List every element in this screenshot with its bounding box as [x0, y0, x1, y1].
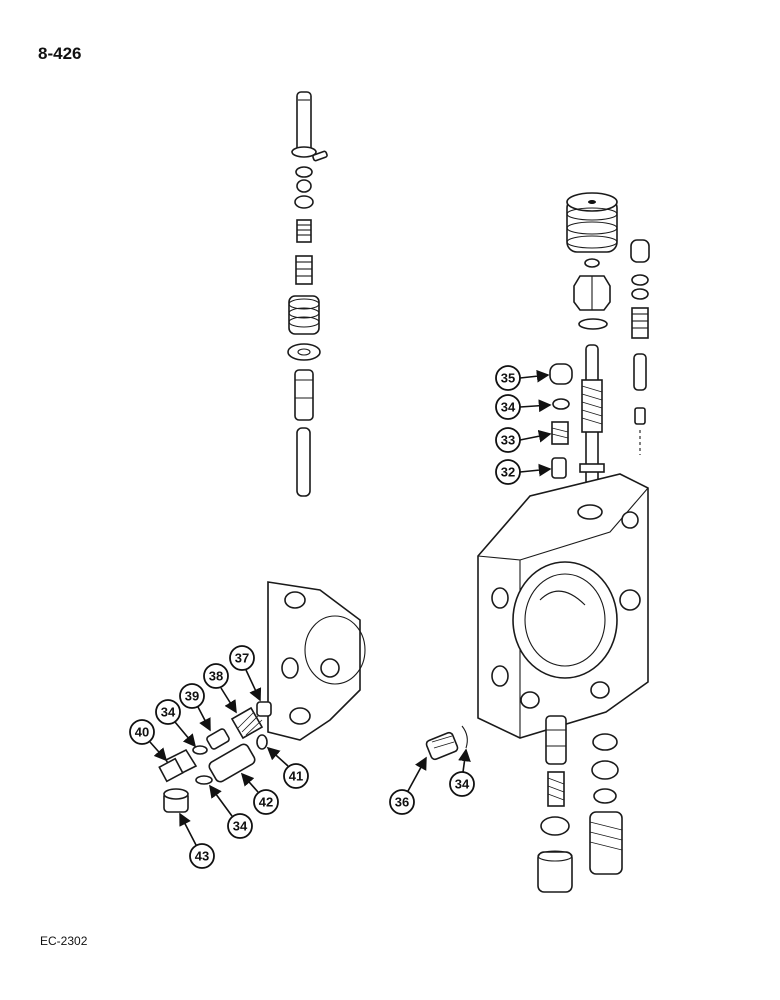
callout-34-upper: 34: [495, 394, 552, 420]
svg-text:42: 42: [259, 795, 273, 810]
top-right-components: [549, 192, 650, 486]
svg-text:36: 36: [395, 795, 409, 810]
callout-35: 35: [495, 365, 550, 391]
svg-text:41: 41: [289, 769, 303, 784]
svg-text:34: 34: [233, 819, 248, 834]
callout-42: 42: [240, 772, 279, 815]
svg-text:35: 35: [501, 371, 515, 386]
svg-text:40: 40: [135, 725, 149, 740]
callout-39: 39: [179, 683, 211, 732]
valve-body-partial: [267, 581, 366, 741]
bottom-right-parts: [425, 715, 623, 893]
svg-text:38: 38: [209, 669, 223, 684]
page-number: 8-426: [38, 44, 82, 63]
callout-33: 33: [495, 427, 552, 453]
svg-text:32: 32: [501, 465, 515, 480]
callout-32: 32: [495, 459, 552, 485]
callout-34-lower: 34: [209, 784, 253, 839]
callout-34-left: 34: [155, 699, 197, 748]
callout-34-right: 34: [449, 748, 475, 797]
svg-text:43: 43: [195, 849, 209, 864]
svg-text:34: 34: [455, 777, 470, 792]
svg-text:34: 34: [501, 400, 516, 415]
svg-text:39: 39: [185, 689, 199, 704]
callout-36: 36: [389, 756, 427, 815]
svg-text:34: 34: [161, 705, 176, 720]
valve-body-housing: [477, 473, 649, 739]
svg-text:37: 37: [235, 651, 249, 666]
svg-text:33: 33: [501, 433, 515, 448]
callout-37: 37: [229, 645, 262, 702]
callout-38: 38: [203, 663, 237, 714]
figure-code: EC-2302: [40, 934, 88, 948]
spool-stack-assembly: [287, 91, 328, 497]
callout-43: 43: [179, 812, 215, 869]
callout-41: 41: [266, 746, 309, 789]
left-small-parts: [158, 701, 272, 813]
callout-40: 40: [129, 719, 168, 762]
